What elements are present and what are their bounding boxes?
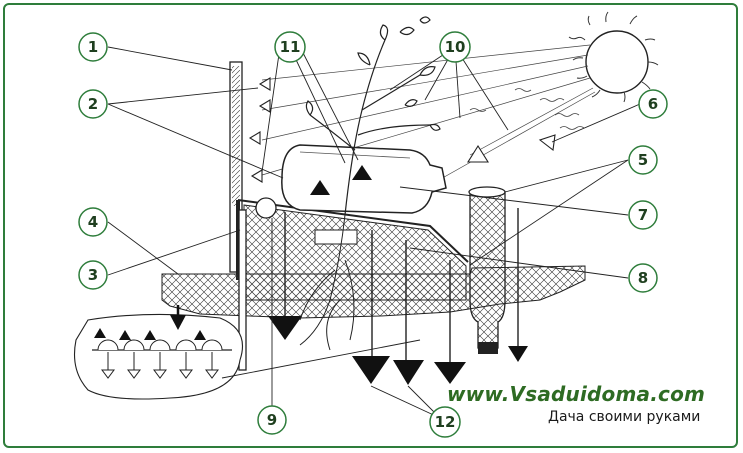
sun [568, 11, 659, 103]
dark-triangles [310, 165, 372, 195]
light-triangles [248, 77, 556, 183]
inset-detail [73, 305, 244, 400]
plant [305, 16, 441, 216]
watermark-site: www.Vsaduidoma.com [447, 382, 706, 406]
callout-8-number: 8 [638, 269, 648, 287]
callout-1: 1 [78, 32, 108, 62]
callout-5-number: 5 [638, 151, 648, 169]
callout-9-number: 9 [267, 411, 277, 429]
watermark-tagline: Дача своими руками [548, 409, 701, 425]
callout-7: 7 [628, 200, 658, 230]
vertical-bottle [468, 186, 506, 354]
callout-12-number: 12 [435, 413, 456, 431]
callout-11: 11 [274, 31, 306, 63]
callout-3-number: 3 [88, 266, 98, 284]
roots [299, 214, 355, 351]
diagram-frame [3, 3, 738, 448]
callout-12: 12 [429, 406, 461, 438]
callout-2-number: 2 [88, 95, 98, 113]
water-lines [284, 208, 519, 362]
callout-10-number: 10 [445, 38, 466, 56]
callout-10: 10 [439, 31, 471, 63]
callout-7-number: 7 [638, 206, 648, 224]
callout-6-number: 6 [648, 95, 658, 113]
water-arrows [268, 316, 528, 385]
wavy-heat-lines [469, 88, 585, 130]
vertical-pipe [238, 197, 277, 371]
callout-2: 2 [78, 89, 108, 119]
callout-4: 4 [78, 207, 108, 237]
callout-8: 8 [628, 263, 658, 293]
sun-rays [261, 44, 596, 186]
callout-9: 9 [257, 405, 287, 435]
callout-11-number: 11 [280, 38, 301, 56]
callout-4-number: 4 [88, 213, 98, 231]
callout-1-number: 1 [88, 38, 98, 56]
callout-6: 6 [638, 89, 668, 119]
callout-5: 5 [628, 145, 658, 175]
leader-lines [107, 46, 641, 419]
callout-3: 3 [78, 260, 108, 290]
